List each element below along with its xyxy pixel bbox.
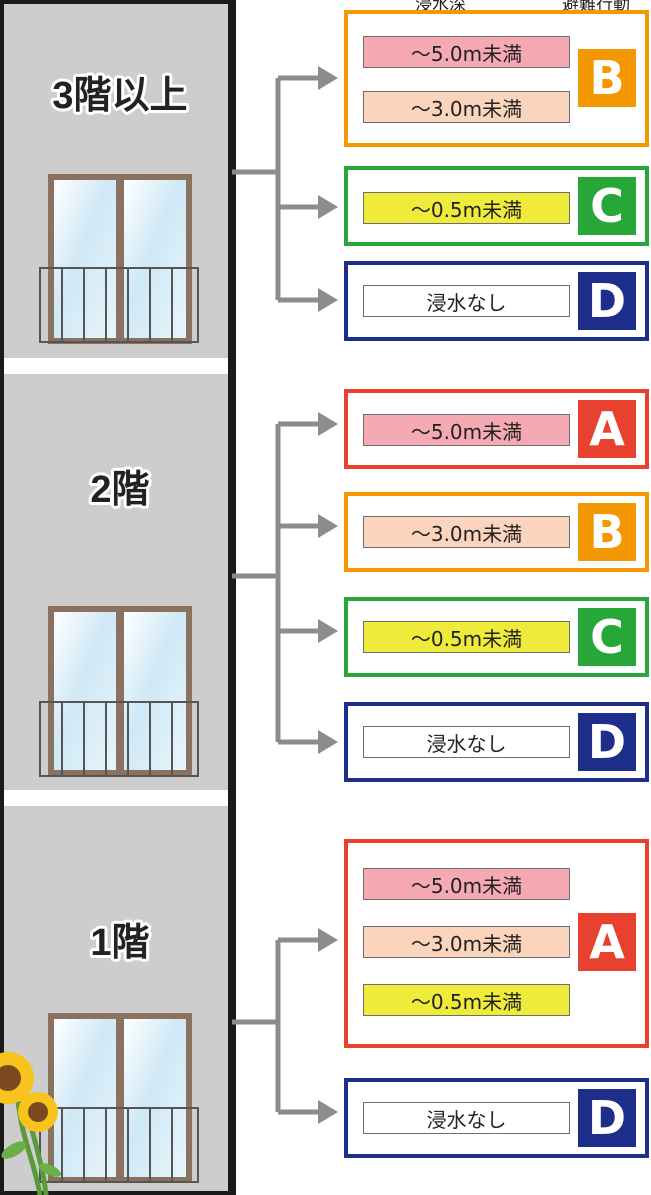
building-outline bbox=[0, 0, 236, 1195]
action-badge-A: A bbox=[578, 400, 636, 458]
action-badge-A: A bbox=[578, 913, 636, 971]
arrow-head bbox=[318, 619, 338, 643]
arrow-head bbox=[318, 195, 338, 219]
floor-label-2: 2階 bbox=[90, 469, 149, 511]
depth-pill: ～0.5m未満 bbox=[363, 621, 570, 653]
depth-pill: ～3.0m未満 bbox=[363, 91, 570, 123]
action-badge-C: C bbox=[578, 608, 636, 666]
floor-slab-3 bbox=[0, 358, 232, 374]
depth-pill: ～5.0m未満 bbox=[363, 36, 570, 68]
depth-pill: ～3.0m未満 bbox=[363, 516, 570, 548]
depth-pill: ～5.0m未満 bbox=[363, 414, 570, 446]
arrow-head bbox=[318, 66, 338, 90]
arrow-head bbox=[318, 514, 338, 538]
action-badge-D: D bbox=[578, 1089, 636, 1147]
floor-label-3: 3階以上 bbox=[52, 75, 187, 117]
sunflower-icon bbox=[0, 1052, 62, 1195]
depth-pill: ～3.0m未満 bbox=[363, 926, 570, 958]
action-badge-B: B bbox=[578, 49, 636, 107]
connector-floor-3 bbox=[232, 75, 318, 303]
action-badge-B: B bbox=[578, 503, 636, 561]
depth-pill: 浸水なし bbox=[363, 285, 570, 317]
depth-pill: ～0.5m未満 bbox=[363, 192, 570, 224]
arrow-head bbox=[318, 1100, 338, 1124]
depth-pill: ～5.0m未満 bbox=[363, 868, 570, 900]
arrow-head bbox=[318, 928, 338, 952]
action-badge-D: D bbox=[578, 272, 636, 330]
group-box-3-B bbox=[344, 10, 649, 147]
connector-floor-2 bbox=[232, 421, 318, 745]
depth-pill: 浸水なし bbox=[363, 726, 570, 758]
arrow-head bbox=[318, 412, 338, 436]
arrow-head bbox=[318, 288, 338, 312]
floor-slab-2 bbox=[0, 790, 232, 806]
connector-floor-1 bbox=[232, 937, 318, 1115]
arrow-head bbox=[318, 730, 338, 754]
window-floor-2 bbox=[39, 606, 199, 777]
action-badge-C: C bbox=[578, 177, 636, 235]
floor-label-1: 1階 bbox=[90, 922, 149, 964]
action-badge-D: D bbox=[578, 713, 636, 771]
window-floor-3 bbox=[39, 174, 199, 344]
depth-pill: ～0.5m未満 bbox=[363, 984, 570, 1016]
depth-pill: 浸水なし bbox=[363, 1102, 570, 1134]
window-floor-1 bbox=[39, 1013, 199, 1183]
